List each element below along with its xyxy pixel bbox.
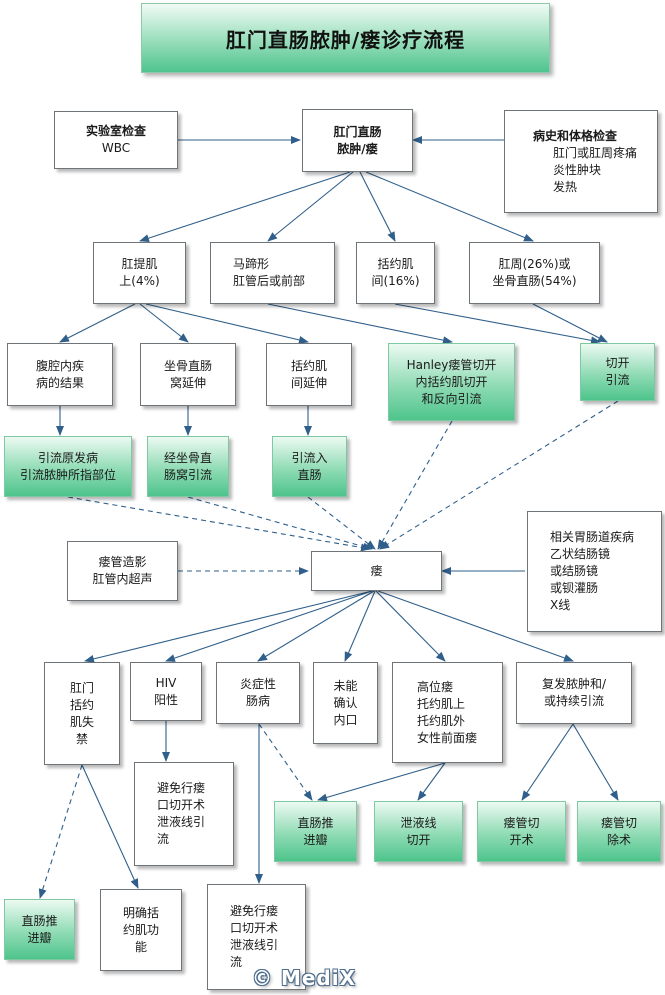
node-levator: 肛提肌 上(4%) bbox=[93, 242, 186, 304]
dashed-trans-fistula bbox=[187, 496, 373, 551]
dashed-ibd-flap bbox=[258, 723, 313, 801]
node-seton-cut: 泄液线 切开 bbox=[374, 801, 463, 862]
history-exam-title: 病史和体格检查 bbox=[533, 128, 618, 143]
dashed-drain-rectum-fistula bbox=[307, 496, 376, 550]
arrow-center-perianal bbox=[365, 171, 534, 242]
history-exam-body: 肛门或肛周疼痛 炎性肿块 发热 bbox=[553, 145, 638, 194]
arrow-intersph-incise bbox=[394, 303, 601, 345]
arrow-incont-define bbox=[81, 764, 139, 889]
node-define-sphincter: 明确括 约肌功 能 bbox=[100, 889, 182, 971]
node-flap-2: 直肠推 进瓣 bbox=[4, 899, 75, 960]
lab-exam-title: 实验室检查 bbox=[85, 124, 146, 138]
node-fistulectomy: 瘘管切 除术 bbox=[577, 801, 661, 862]
node-related-gi: 相关胃肠道疾病 乙状结肠镜 或结肠镜 或钡灌肠 X线 bbox=[527, 511, 662, 632]
arrow-fistula-incont bbox=[84, 590, 373, 663]
arrow-center-intersph bbox=[359, 171, 396, 242]
dashed-incise-fistula bbox=[379, 400, 619, 550]
lab-exam-box: 实验室检查 WBC bbox=[54, 111, 178, 169]
arrow-levator-intersph-ext bbox=[145, 303, 309, 344]
node-hanley: Hanley瘘管切开 内括约肌切开 和反向引流 bbox=[388, 343, 515, 421]
arrow-high-flap bbox=[317, 762, 446, 802]
lab-exam-body: WBC bbox=[101, 141, 131, 155]
node-intersphincteric: 括约肌 间(16%) bbox=[356, 242, 435, 304]
arrow-recurrent-fistulectomy bbox=[572, 723, 619, 801]
node-horseshoe: 马蹄形 肛管后或前部 bbox=[210, 242, 335, 304]
arrow-center-horseshoe bbox=[267, 171, 354, 242]
node-pelvic-disease: 腹腔内疾 病的结果 bbox=[7, 343, 113, 406]
dashed-incont-flap bbox=[38, 764, 83, 899]
dashed-drain-primary-fistula bbox=[67, 496, 371, 552]
arrow-fistula-hiv bbox=[165, 590, 373, 662]
arrow-fistula-noint bbox=[344, 590, 376, 662]
node-high-fistula: 高位瘘 托约肌上 托约肌外 女性前面瘘 bbox=[392, 662, 503, 763]
node-drain-primary: 引流原发病 引流脓肿所指部位 bbox=[4, 436, 132, 497]
medix-watermark: © MediX bbox=[252, 966, 357, 990]
arrow-fistula-recurrent bbox=[377, 590, 574, 662]
node-no-internal: 未能 确认 内口 bbox=[313, 662, 378, 744]
node-flap-1: 直肠推 进瓣 bbox=[274, 801, 357, 862]
node-imaging: 瘘管造影 肛管内超声 bbox=[67, 541, 178, 601]
node-incontinence: 肛门 括约 肌失 禁 bbox=[44, 662, 120, 765]
node-perianal: 肛周(26%)或 坐骨直肠(54%) bbox=[469, 242, 600, 304]
arrow-levator-ischio bbox=[139, 303, 189, 343]
page-title: 肛门直肠脓肿/瘘诊疗流程 bbox=[141, 3, 550, 73]
node-incise-drain: 切开 引流 bbox=[580, 343, 655, 401]
node-ibd: 炎症性 肠病 bbox=[216, 662, 300, 724]
arrow-high-seton bbox=[417, 762, 446, 801]
node-drain-rectum: 引流入 直肠 bbox=[272, 436, 347, 497]
arrow-recurrent-fistulotomy bbox=[521, 723, 574, 801]
arrow-perianal-incise bbox=[532, 303, 608, 343]
arrow-fistula-high bbox=[375, 590, 446, 662]
arrow-levator-pelvic bbox=[59, 303, 136, 343]
arrow-center-levator bbox=[139, 171, 351, 242]
node-recurrent: 复发脓肿和/ 或持续引流 bbox=[516, 662, 632, 724]
node-avoid-ibd: 避免行瘘 口切开术 泄液线引 流 bbox=[207, 884, 306, 990]
node-hiv: HIV 阳性 bbox=[130, 662, 202, 721]
node-intersph-ext: 括约肌 间延伸 bbox=[266, 343, 352, 406]
node-fistula: 瘘 bbox=[311, 551, 442, 591]
node-avoid-hiv: 避免行瘘 口切开术 泄液线引 流 bbox=[134, 762, 234, 866]
history-exam-box: 病史和体格检查 肛门或肛周疼痛 炎性肿块 发热 bbox=[504, 110, 658, 213]
node-trans-ischio: 经坐骨直 肠窝引流 bbox=[147, 436, 229, 497]
node-ischiorectal-ext: 坐骨直肠 窝延伸 bbox=[140, 343, 236, 406]
arrow-horseshoe-hanley bbox=[267, 303, 453, 345]
arrow-fistula-ibd bbox=[257, 590, 375, 662]
dashed-hanley-fistula bbox=[377, 420, 453, 550]
center-abscess-box: 肛门直肠 脓肿/瘘 bbox=[302, 109, 413, 172]
node-fistulotomy: 瘘管切 开术 bbox=[477, 801, 566, 862]
